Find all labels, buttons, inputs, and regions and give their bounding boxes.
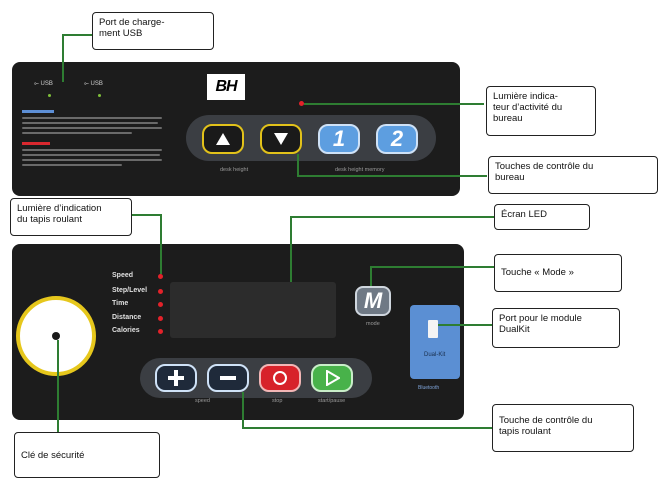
usb-indicator [48,94,51,97]
play-icon [326,370,340,386]
desk-memory-label: desk height memory [335,167,385,173]
mode-button[interactable]: M [355,286,391,316]
metric-led [158,289,163,294]
leader-line [62,34,64,82]
warning-text-line [22,164,122,166]
leader-line [242,392,244,428]
desk-memory-1-button[interactable]: 1 [318,124,360,154]
safety-key[interactable] [16,296,96,376]
usb-label: USB [90,81,103,87]
metric-led [158,316,163,321]
leader-line [438,324,492,326]
callout-desk-activity-light: Lumière indica- teur d’activité du burea… [486,86,596,136]
leader-line [297,154,299,176]
usb-icon: ⟜ [34,81,39,87]
leader-line [370,266,494,268]
metric-step-level: Step/Level [112,287,148,294]
desk-activity-led [299,101,304,106]
leader-line [370,266,372,286]
usb-indicator [98,94,101,97]
callout-dualkit-port: Port pour le module DualKit [492,308,620,348]
warning-text-line [22,127,162,129]
brand-logo: BH [207,74,245,100]
leader-line [304,103,484,105]
speed-minus-button[interactable] [207,364,249,392]
start-pause-label: start/pause [318,398,346,404]
callout-usb-port: Port de charge- ment USB [92,12,214,50]
dualkit-label: Dual-Kit [424,352,446,358]
warning-text-line [22,149,162,151]
callout-led-screen: Écran LED [494,204,590,230]
usb-port-1: ⟜ USB [34,81,53,88]
stop-circle-icon [273,371,287,385]
speed-label: speed [195,398,210,404]
leader-line [57,340,59,432]
dualkit-module [410,305,460,379]
usb-port-2: ⟜ USB [84,81,103,88]
led-screen [170,282,336,338]
callout-treadmill-light: Lumière d’indication du tapis roulant [10,198,132,236]
stop-label: stop [272,398,283,404]
stop-button[interactable] [259,364,301,392]
leader-line [297,175,487,177]
leader-line [160,214,162,274]
minus-icon [220,376,236,380]
start-pause-button[interactable] [311,364,353,392]
desk-down-button[interactable] [260,124,302,154]
down-arrow-icon [274,133,288,145]
warning-text-line [22,122,158,124]
usb-label: USB [40,81,53,87]
metric-speed: Speed [112,272,134,279]
warning-text-line [22,132,132,134]
mode-label: mode [366,321,380,327]
leader-line [290,216,494,218]
metric-distance: Distance [112,314,142,321]
plus-icon [168,370,184,386]
metric-time: Time [112,300,129,307]
metric-led [158,274,163,279]
leader-line [242,427,492,429]
speed-plus-button[interactable] [155,364,197,392]
warning-heading-bar [22,110,54,113]
callout-mode-key: Touche « Mode » [494,254,622,292]
metric-led [158,302,163,307]
leader-line [62,34,92,36]
up-arrow-icon [216,133,230,145]
warning-heading-red [22,142,50,145]
callout-safety-key: Clé de sécurité [14,432,160,478]
warning-text-line [22,117,162,119]
warning-text-line [22,159,162,161]
warning-text-line [22,154,160,156]
leader-line [130,214,160,216]
metric-led [158,329,163,334]
callout-desk-control-keys: Touches de contrôle du bureau [488,156,658,194]
desk-height-label: desk height [220,167,249,173]
callout-treadmill-control-keys: Touche de contrôle du tapis roulant [492,404,634,452]
dualkit-port[interactable] [428,320,438,338]
leader-line [290,216,292,282]
bluetooth-label: Bluetooth [418,385,440,391]
desk-up-button[interactable] [202,124,244,154]
safety-key-socket [52,332,60,340]
metric-calories: Calories [112,327,140,334]
usb-icon: ⟜ [84,81,89,87]
desk-memory-2-button[interactable]: 2 [376,124,418,154]
